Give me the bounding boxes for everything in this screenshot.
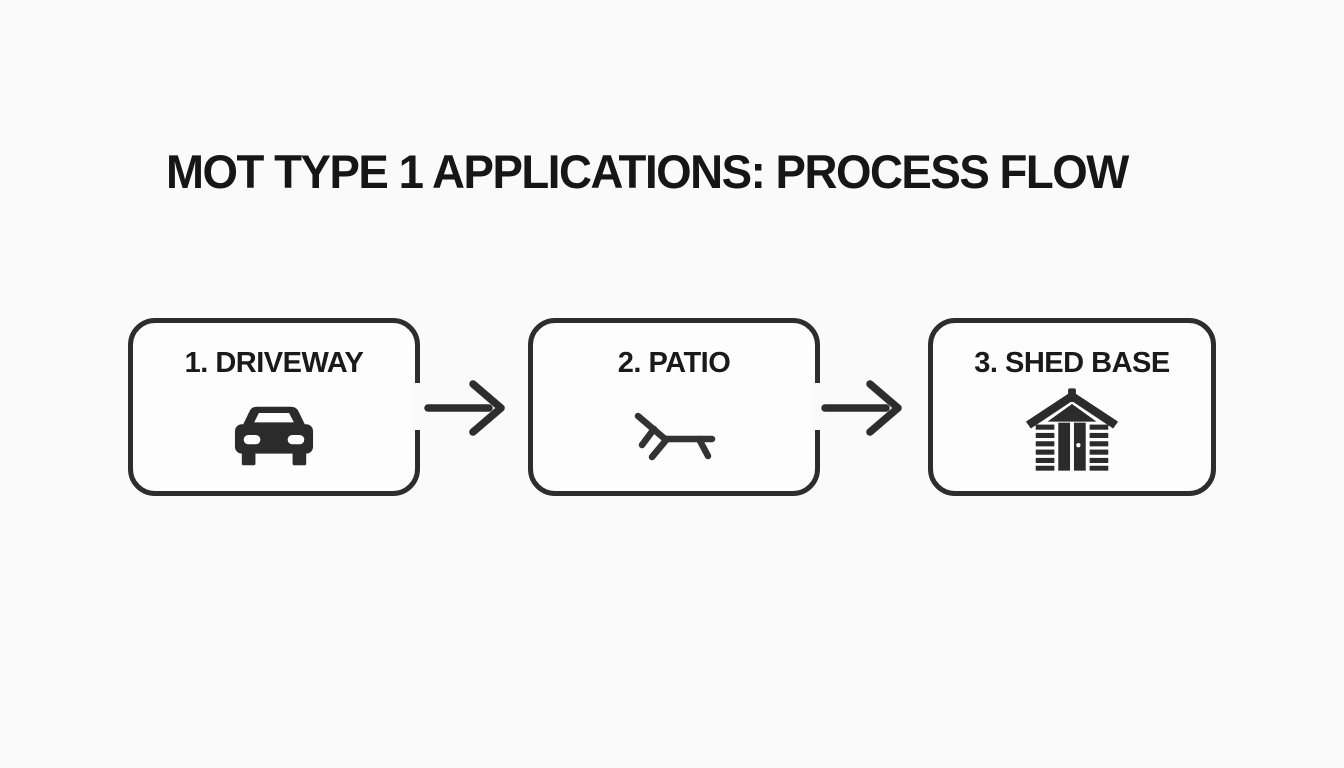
- sun-lounger-icon: [629, 409, 719, 461]
- step-box-patio: 2. PATIO: [528, 318, 821, 496]
- border-gap: [812, 383, 821, 430]
- arrow-right-icon: [423, 380, 507, 436]
- arrow-right-icon: [820, 380, 904, 436]
- step-label: 1. DRIVEWAY: [184, 347, 364, 379]
- border-gap: [412, 383, 421, 430]
- shed-icon: [1023, 388, 1121, 471]
- car-icon: [233, 405, 315, 467]
- step-box-shed-base: 3. SHED BASE: [928, 318, 1216, 496]
- step-label: 3. SHED BASE: [974, 347, 1170, 379]
- step-label: 2. PATIO: [617, 347, 731, 379]
- diagram-title: MOT TYPE 1 APPLICATIONS: PROCESS FLOW: [166, 145, 1129, 198]
- step-box-driveway: 1. DRIVEWAY: [128, 318, 421, 496]
